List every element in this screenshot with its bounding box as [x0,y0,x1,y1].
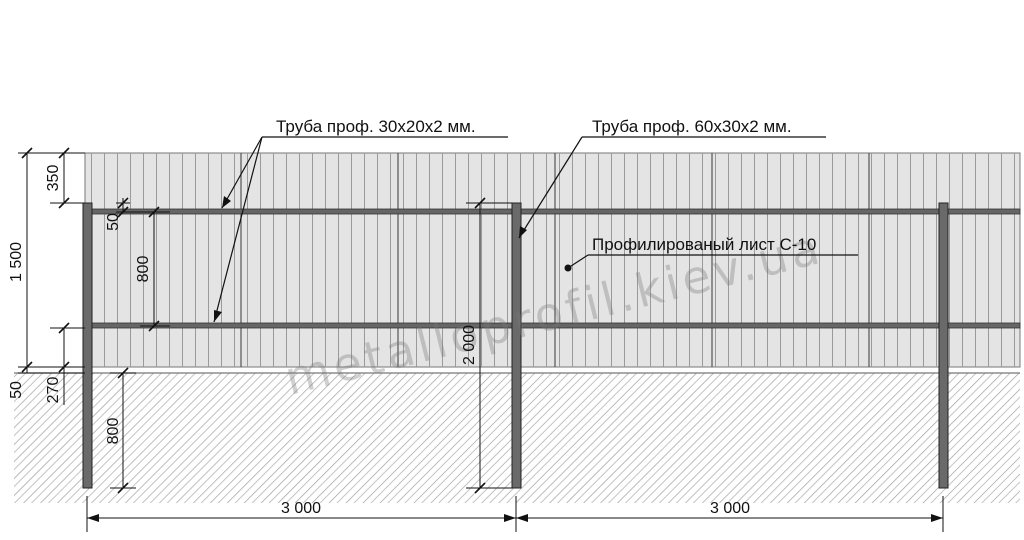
label-pipe-large: Труба проф. 60х30х2 мм. [592,117,792,136]
dim-ground-depth: 270 [45,377,62,404]
dim-left-ticks [21,147,160,494]
dim-post-depth: 800 [105,418,122,445]
sheet-seams [240,153,870,367]
dim-rail-spacing: 800 [135,256,152,283]
sheet-leader-dot [564,264,572,272]
dim-span-arrows [87,514,943,522]
dim-post-length: 2 000 [461,325,478,365]
dim-post-length-ticks [474,197,486,494]
top-rail [84,208,1021,215]
dim-span-right: 3 000 [710,500,750,517]
dim-span-left: 3 000 [281,500,321,517]
post-left [82,202,93,489]
label-leaders [213,136,858,323]
post-right [938,202,949,489]
leader-arrowheads [214,196,527,322]
dim-top-offset: 350 [45,165,62,192]
dim-post-length-lines [466,202,512,489]
dim-ground-gap: 50 [8,381,25,399]
post-middle [511,202,522,489]
label-pipe-small: Труба проф. 30х20х2 мм. [276,117,476,136]
dim-rail-offset: 50 [105,213,122,231]
label-sheet: Профилированый лист С-10 [592,235,816,254]
dim-fence-height: 1 500 [8,242,25,282]
